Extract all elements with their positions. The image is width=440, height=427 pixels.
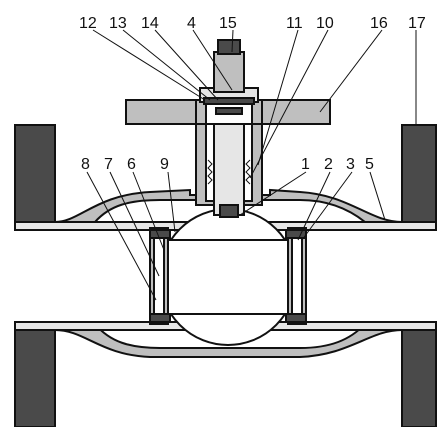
callout-16: 16 <box>370 15 388 32</box>
callout-13: 13 <box>109 15 127 32</box>
callout-9: 9 <box>160 156 169 173</box>
washer-13 <box>203 97 255 105</box>
left-seal-8 <box>149 229 171 239</box>
right-seat-insert-2 <box>291 235 303 317</box>
callout-6: 6 <box>127 156 136 173</box>
callout-15: 15 <box>219 15 237 32</box>
stem-packing-10 <box>207 159 251 185</box>
leader-lines <box>86 29 417 301</box>
callout-1: 1 <box>301 156 310 173</box>
stem-head <box>217 39 241 55</box>
right-seal-3b <box>285 313 307 323</box>
callout-12: 12 <box>79 15 97 32</box>
left-seal-8b <box>149 313 171 323</box>
stem-tang <box>219 204 239 218</box>
callout-10: 10 <box>316 15 334 32</box>
ball-bore <box>159 239 297 315</box>
callout-7: 7 <box>104 156 113 173</box>
callout-11: 11 <box>286 15 303 32</box>
callout-3: 3 <box>346 156 355 173</box>
callout-17: 17 <box>408 15 426 32</box>
callout-8: 8 <box>81 156 90 173</box>
o-ring-12 <box>215 107 243 115</box>
callout-14: 14 <box>141 15 159 32</box>
right-seal-3 <box>285 229 307 239</box>
callout-5: 5 <box>365 156 374 173</box>
callout-4: 4 <box>187 15 196 32</box>
callout-2: 2 <box>324 156 333 173</box>
